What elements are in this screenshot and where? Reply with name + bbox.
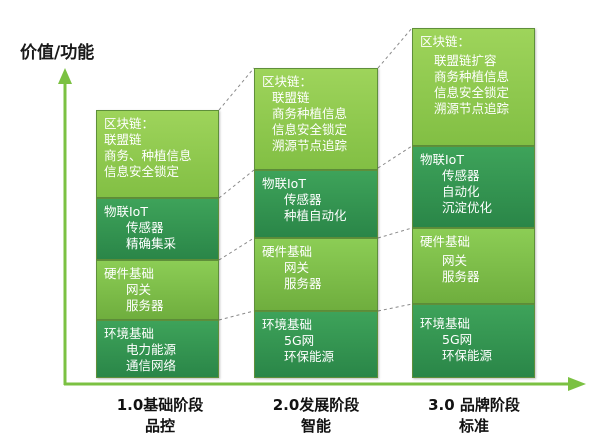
layer-item: 信息安全锁定 (434, 85, 510, 100)
layer-name: 硬件基础 (262, 244, 313, 259)
connector-line (218, 169, 255, 199)
x-axis-arrow (568, 377, 586, 391)
y-axis-label: 价值/功能 (20, 43, 95, 63)
stage3-blockchain-box: 区块链： 联盟链扩容 商务种植信息 信息安全锁定 溯源节点追踪 (412, 28, 535, 146)
layer-item: 5G网 (442, 332, 473, 347)
stage1-hardware-box: 硬件基础 网关 服务器 (96, 260, 219, 320)
stage2-iot-box: 物联IoT 传感器 种植自动化 (254, 170, 378, 238)
connector-line (377, 27, 413, 69)
layer-name: 物联IoT (262, 176, 306, 191)
connector-line (218, 237, 255, 261)
y-axis-arrow (58, 68, 72, 84)
layer-name: 区块链： (420, 34, 471, 49)
layer-item: 联盟链扩容 (434, 53, 497, 68)
layer-name: 环境基础 (420, 316, 471, 331)
stage3-environment-box: 环境基础 5G网 环保能源 (412, 304, 535, 378)
layer-item: 网关 (284, 260, 310, 275)
layer-name: 硬件基础 (104, 266, 155, 281)
layer-item: 精确集采 (126, 236, 177, 251)
layer-item: 联盟链 (272, 90, 310, 105)
layer-name: 物联IoT (420, 152, 464, 167)
layer-item: 商务、种植信息 (104, 148, 192, 163)
layer-item: 商务种植信息 (272, 106, 348, 121)
layer-item: 联盟链 (104, 132, 142, 147)
stage-title: 1.0基础阶段 (116, 396, 204, 414)
stage2-blockchain-box: 区块链： 联盟链 商务种植信息 信息安全锁定 溯源节点追踪 (254, 68, 378, 170)
connector-line (377, 145, 413, 169)
stage-subtitle: 智能 (300, 417, 331, 435)
layer-item: 服务器 (126, 298, 164, 313)
layer-name: 区块链： (104, 116, 155, 131)
layer-item: 服务器 (442, 269, 480, 284)
layer-item: 信息安全锁定 (272, 122, 348, 137)
stage2-environment-box: 环境基础 5G网 环保能源 (254, 311, 378, 378)
connector-line (218, 310, 255, 321)
layer-item: 商务种植信息 (434, 69, 510, 84)
layer-item: 溯源节点追踪 (434, 101, 510, 116)
layer-item: 服务器 (284, 276, 322, 291)
connector-lines (218, 27, 413, 321)
layer-item: 种植自动化 (284, 208, 347, 223)
stage1-iot-box: 物联IoT 传感器 精确集采 (96, 198, 219, 260)
stage3-hardware-box: 硬件基础 网关 服务器 (412, 228, 535, 304)
stage1-environment-box: 环境基础 电力能源 通信网络 (96, 320, 219, 378)
layer-name: 区块链： (262, 74, 313, 89)
layer-item: 网关 (126, 282, 152, 297)
layer-item: 信息安全锁定 (104, 164, 180, 179)
layer-item: 环保能源 (442, 348, 493, 363)
stage-title: 2.0发展阶段 (272, 396, 360, 414)
layer-item: 传感器 (442, 168, 480, 183)
layer-item: 传感器 (126, 220, 164, 235)
layer-name: 环境基础 (104, 326, 155, 341)
layer-item: 电力能源 (126, 342, 177, 357)
connector-line (377, 303, 413, 312)
layer-name: 环境基础 (262, 317, 313, 332)
stage2-hardware-box: 硬件基础 网关 服务器 (254, 238, 378, 311)
layer-item: 传感器 (284, 192, 322, 207)
layer-item: 环保能源 (284, 349, 335, 364)
stage-subtitle: 标准 (458, 417, 489, 435)
layer-name: 物联IoT (104, 204, 148, 219)
layer-item: 沉淀优化 (442, 200, 493, 215)
stage-title: 3.0 品牌阶段 (428, 396, 520, 414)
layer-item: 5G网 (284, 333, 315, 348)
layer-item: 网关 (442, 253, 468, 268)
stage1-blockchain-box: 区块链： 联盟链 商务、种植信息 信息安全锁定 (96, 110, 219, 198)
stage1-caption: 1.0基础阶段 品控 (96, 395, 224, 437)
stage3-iot-box: 物联IoT 传感器 自动化 沉淀优化 (412, 146, 535, 228)
stage3-caption: 3.0 品牌阶段 标准 (410, 395, 538, 437)
stage-subtitle: 品控 (144, 417, 175, 435)
layer-name: 硬件基础 (420, 234, 471, 249)
layer-item: 溯源节点追踪 (272, 138, 348, 153)
layer-item: 通信网络 (126, 358, 177, 373)
stage2-caption: 2.0发展阶段 智能 (252, 395, 380, 437)
connector-line (218, 67, 255, 111)
connector-line (377, 227, 413, 239)
layer-item: 自动化 (442, 184, 480, 199)
